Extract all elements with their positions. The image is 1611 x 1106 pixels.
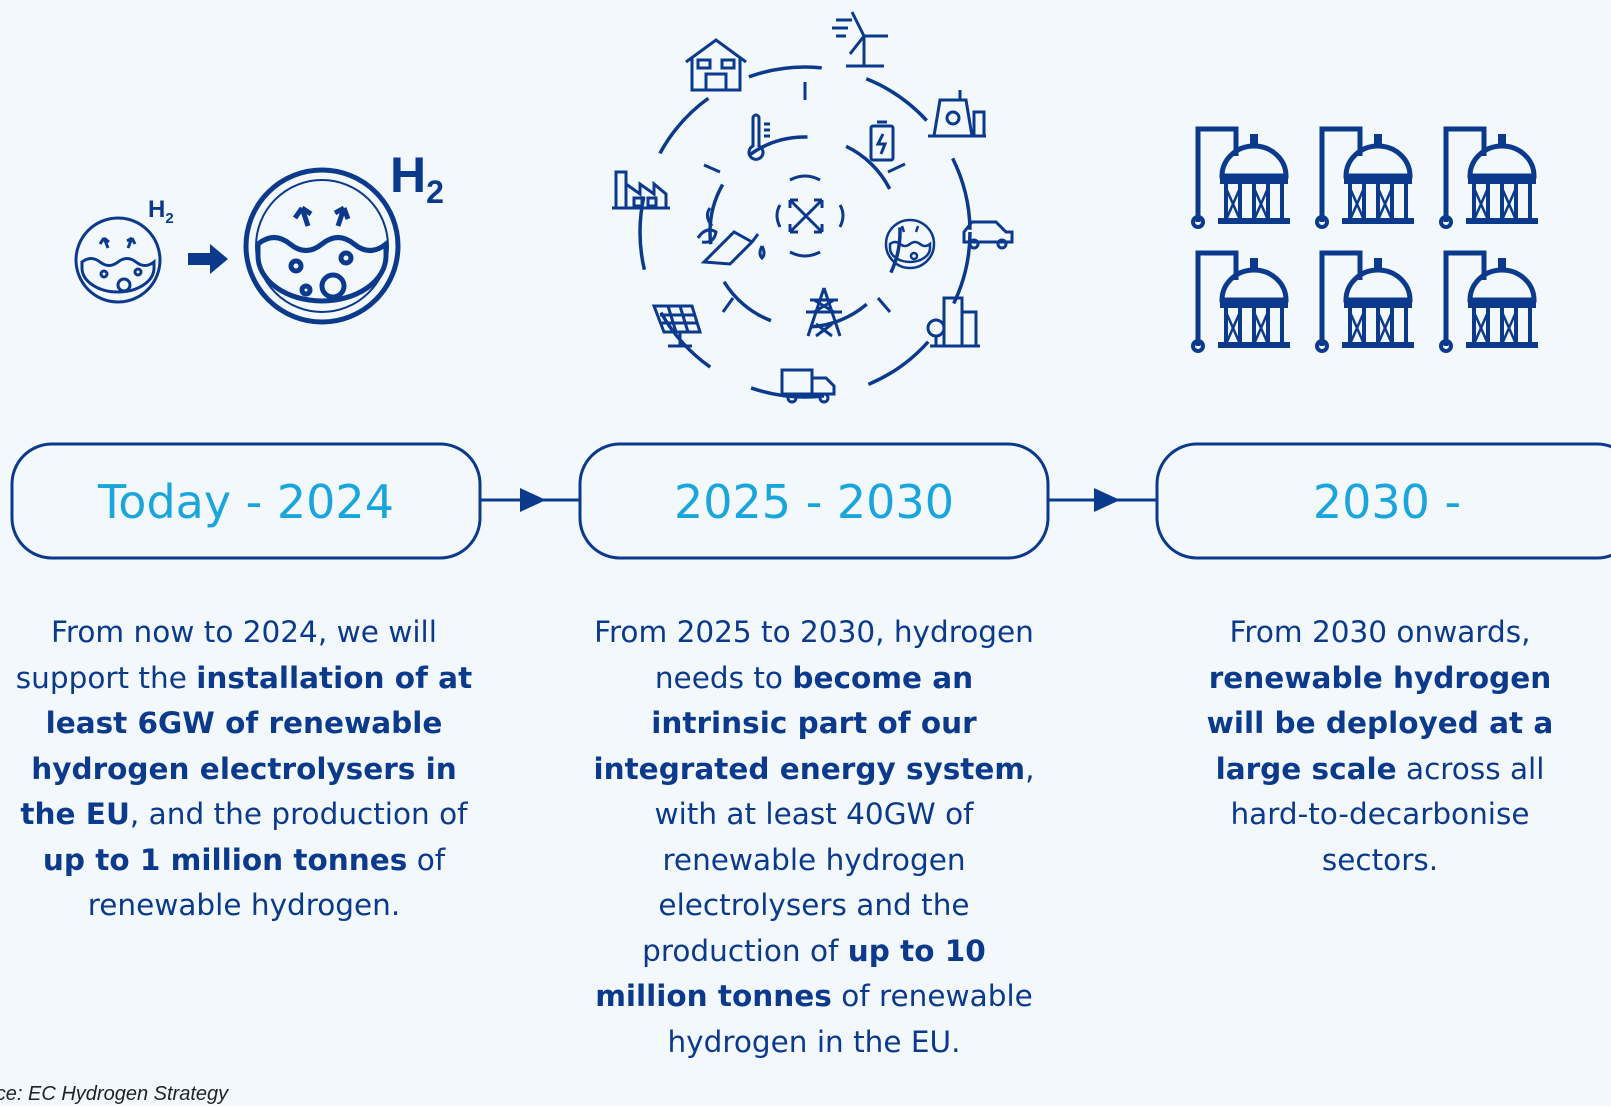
arrows-inward-icon (775, 174, 845, 258)
thermometer-icon (747, 113, 770, 161)
battery-icon (869, 120, 895, 162)
energy-system-rings (638, 65, 972, 399)
nuclear-plant-icon (928, 90, 986, 138)
formula-subscript: 2 (426, 174, 444, 210)
desc-text: , and the production of (129, 797, 468, 831)
car-icon (962, 220, 1014, 250)
buildings-icon (926, 296, 980, 348)
desc-text: From 2025 to 2030, hydrogen needs to (594, 615, 1034, 695)
fuel-pump-icon (696, 207, 766, 266)
timeline-arrow-1 (520, 488, 546, 512)
desc-text: , with at least 40GW of renewable hydrog… (642, 751, 1035, 968)
source-caption: urce: EC Hydrogen Strategy (0, 1083, 229, 1105)
desc-emphasis: become an intrinsic part of our integrat… (593, 660, 1026, 786)
stage-description-1: From now to 2024, we will support the in… (4, 610, 484, 929)
desc-text: across all hard-to-decarbonise sectors. (1230, 751, 1545, 877)
hydrogen-storage-tank-icon (1193, 129, 1538, 351)
stage-description-2: From 2025 to 2030, hydrogen needs to bec… (584, 610, 1044, 1065)
solar-panel-icon (651, 304, 703, 348)
pylon-icon (806, 287, 842, 338)
truck-icon (780, 368, 836, 404)
formula-small-label: H2 (148, 196, 174, 227)
house-icon (685, 38, 747, 92)
desc-emphasis: installation of at least 6GW of renewabl… (20, 660, 473, 832)
electrolyser-large-icon (243, 167, 401, 325)
formula-element: H (390, 147, 427, 203)
wind-turbine-icon (832, 11, 888, 68)
stage-label-3: 2030 - (1312, 475, 1462, 529)
arrow-right-icon (188, 244, 228, 274)
electrolyser-small-icon (74, 216, 162, 304)
timeline (10, 442, 1611, 560)
desc-emphasis: up to 10 million tonnes (595, 933, 986, 1014)
desc-text: of renewable hydrogen. (87, 842, 446, 923)
desc-emphasis: renewable hydrogen will be deployed at a… (1206, 660, 1554, 786)
factory-icon (612, 170, 670, 210)
formula-large-label: H2 (390, 146, 444, 211)
timeline-arrow-2 (1094, 488, 1120, 512)
desc-emphasis: up to 1 million tonnes (42, 842, 408, 877)
stage-label-1: Today - 2024 (98, 475, 394, 529)
desc-text: of renewable hydrogen in the EU. (667, 979, 1033, 1059)
stage-label-2: 2025 - 2030 (674, 475, 954, 529)
formula-subscript: 2 (165, 209, 174, 227)
stage-description-3: From 2030 onwards, renewable hydrogen wi… (1190, 610, 1570, 883)
desc-text: From 2030 onwards, (1229, 615, 1531, 649)
electrolyser-icon (884, 218, 936, 270)
formula-element: H (148, 196, 166, 223)
desc-text: From now to 2024, we will support the (15, 615, 437, 695)
